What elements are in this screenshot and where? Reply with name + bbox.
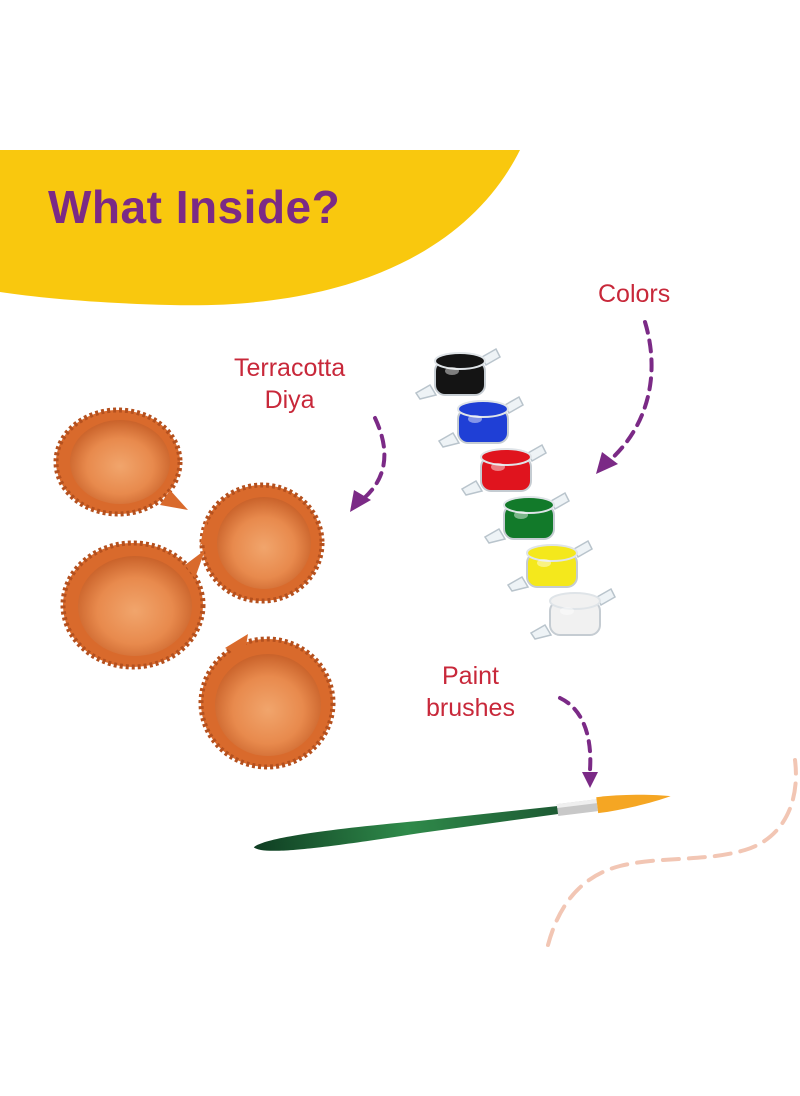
paint-pot-black — [414, 347, 501, 400]
brush-label-line2: brushes — [426, 694, 515, 722]
colors-label: Colors — [598, 278, 670, 310]
paint-pot-green — [483, 491, 570, 544]
paint-pot-strip — [414, 347, 616, 640]
terracotta-diya-label: Terracotta Diya — [234, 352, 345, 416]
arrow-to-diya — [350, 416, 387, 512]
page-title: What Inside? — [48, 181, 341, 233]
terracotta-diya-bottom-left — [60, 540, 206, 670]
paint-brush — [253, 794, 671, 851]
diya-label-line1: Terracotta — [234, 354, 346, 382]
yellow-banner — [0, 150, 520, 306]
colors-label-text: Colors — [598, 280, 671, 308]
paint-brushes-label: Paint brushes — [426, 660, 515, 724]
paint-pot-red — [460, 443, 547, 496]
brush-label-line1: Paint — [441, 662, 499, 690]
arrow-to-colors — [596, 320, 654, 474]
dashed-wave-decoration — [546, 758, 798, 947]
paint-pot-yellow — [506, 539, 593, 592]
diya-label-line2: Diya — [264, 386, 315, 414]
terracotta-diya-top-right — [199, 482, 325, 604]
terracotta-diya-bottom-right — [198, 634, 336, 770]
paint-pot-white — [529, 587, 616, 640]
terracotta-diya-top-left — [53, 407, 188, 517]
arrow-to-brush — [558, 696, 598, 788]
paint-pot-blue — [437, 395, 524, 448]
